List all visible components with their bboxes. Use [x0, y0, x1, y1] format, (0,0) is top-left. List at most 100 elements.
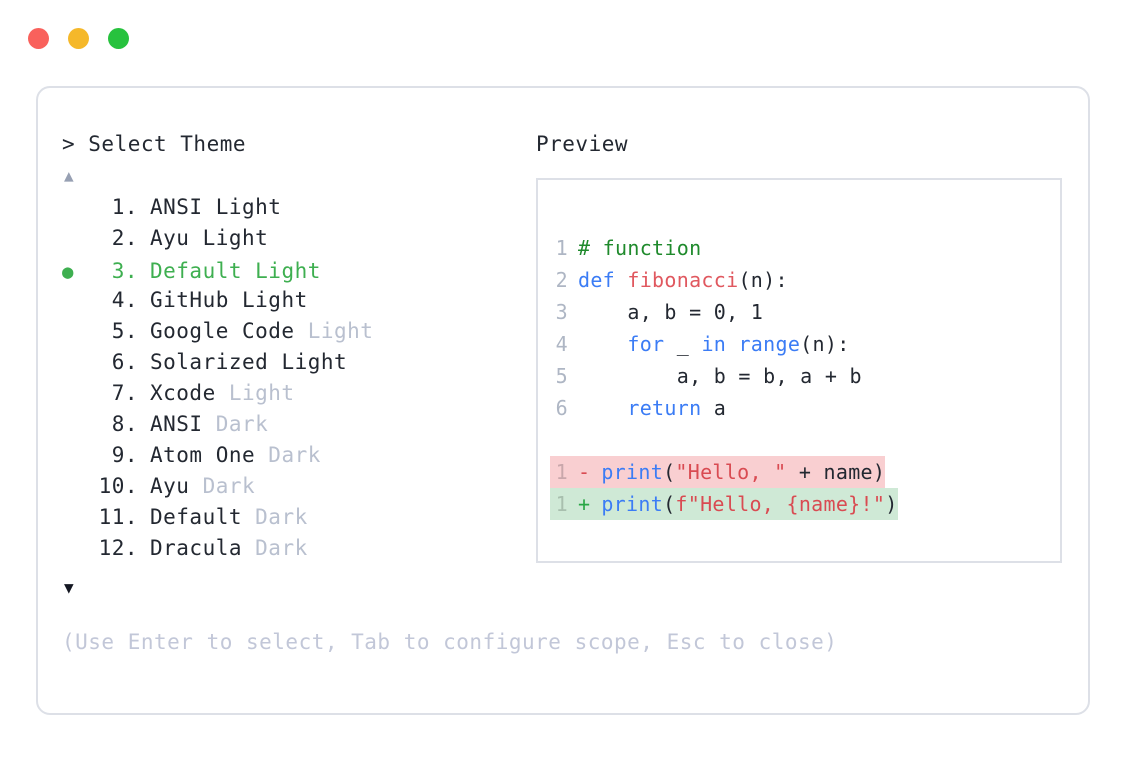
close-window-button[interactable] [28, 28, 49, 49]
code-token-plain: ( [663, 460, 676, 484]
code-token-comment: # function [578, 236, 702, 260]
maximize-window-button[interactable] [108, 28, 129, 49]
theme-item-name: Dracula [150, 536, 256, 560]
theme-item-number: 4. [111, 288, 138, 312]
code-token-plain: (n): [738, 268, 788, 292]
theme-list-item[interactable]: 11. Default Dark [62, 505, 532, 536]
code-token-keyword: def [578, 268, 628, 292]
line-number: 1 [555, 460, 568, 484]
code-token-string: "Hello, " [675, 460, 787, 484]
theme-list-item[interactable]: 7. Xcode Light [62, 381, 532, 412]
theme-list-item[interactable]: 4. GitHub Light [62, 288, 532, 319]
theme-list-item[interactable]: 10. Ayu Dark [62, 474, 532, 505]
theme-item-name: Default [150, 259, 256, 283]
window-titlebar [28, 28, 129, 49]
theme-item-variant: Light [202, 226, 269, 250]
code-line: 5 a, b = b, a + b [550, 360, 1054, 392]
code-token-keyword: print [601, 460, 664, 484]
code-line: 4 for _ in range(n): [550, 328, 1054, 360]
theme-item-variant: Light [307, 319, 374, 343]
theme-item-number: 12. [98, 536, 138, 560]
code-token-plain: + name) [786, 460, 886, 484]
line-number: 2 [555, 268, 568, 292]
theme-item-number: 6. [111, 350, 138, 374]
theme-item-variant: Light [215, 195, 282, 219]
theme-picker-card: > Select Theme ▲ 1. ANSI Light 2. Ayu Light… [36, 86, 1090, 715]
line-number: 1 [555, 492, 568, 516]
theme-item-number: 3. [111, 259, 138, 283]
theme-item-name: ANSI [150, 412, 216, 436]
code-line: 3 a, b = 0, 1 [550, 296, 1054, 328]
theme-item-name: Google Code [150, 319, 308, 343]
theme-item-name: ANSI [150, 195, 216, 219]
code-token-keyword: in range [701, 332, 801, 356]
theme-list-item[interactable]: 2. Ayu Light [62, 226, 532, 257]
code-line: 2 def fibonacci(n): [550, 264, 1054, 296]
theme-list-item[interactable]: 8.ANSI Dark [62, 412, 532, 443]
theme-list-item[interactable]: ● 3. Default Light [62, 257, 532, 288]
theme-item-variant: Light [242, 288, 308, 312]
theme-item-number: 10. [98, 474, 138, 498]
theme-list-item[interactable]: 12.Dracula Dark [62, 536, 532, 567]
line-number: 5 [555, 364, 568, 388]
code-token-keyword: print [601, 492, 664, 516]
code-token-plain: ( [663, 492, 676, 516]
theme-list-item[interactable]: 5. Google Code Light [62, 319, 532, 350]
theme-item-name: Default [150, 505, 256, 529]
diff-line-added: 1+print(f"Hello, {name}!") [550, 488, 898, 520]
code-token-plain [578, 328, 627, 360]
theme-item-name: Ayu [150, 226, 203, 250]
theme-item-number: 2. [111, 226, 138, 250]
theme-item-name: Xcode [150, 381, 229, 405]
code-token-plain: ) [885, 492, 898, 516]
theme-item-number: 7. [111, 381, 138, 405]
line-number: 1 [555, 236, 568, 260]
code-token-keyword: return [627, 396, 702, 420]
theme-item-variant: Light [281, 350, 348, 374]
theme-select-panel: > Select Theme ▲ 1. ANSI Light 2. Ayu Light… [62, 132, 532, 597]
diff-lines: 1-print("Hello, " + name)1+print(f"Hello… [550, 456, 1054, 520]
preview-label: Preview [536, 132, 629, 156]
theme-list-item[interactable]: 9. Atom One Dark [62, 443, 532, 474]
theme-item-variant: Dark [268, 443, 321, 467]
code-line: 1 # function [550, 232, 1054, 264]
line-number: 3 [555, 300, 568, 324]
theme-item-variant: Dark [202, 474, 256, 498]
theme-item-variant: Dark [255, 505, 308, 529]
select-theme-prompt: > Select Theme [62, 132, 247, 156]
theme-item-number: 11. [98, 505, 138, 529]
theme-item-name: Ayu [150, 474, 203, 498]
keyboard-hint: (Use Enter to select, Tab to configure s… [62, 630, 838, 654]
theme-list-item[interactable]: 6. Solarized Light [62, 350, 532, 381]
diff-sign: - [578, 460, 591, 484]
minimize-window-button[interactable] [68, 28, 89, 49]
scroll-up-icon[interactable]: ▲ [64, 166, 74, 185]
code-token-keyword: for [627, 332, 665, 356]
selected-bullet-icon: ● [62, 261, 74, 283]
theme-item-number: 9. [111, 443, 138, 467]
code-token-plain: (n): [800, 332, 850, 356]
code-token-plain [578, 392, 627, 424]
code-line: 6 return a [550, 392, 1054, 424]
diff-line-deleted: 1-print("Hello, " + name) [550, 456, 886, 488]
theme-item-name: Atom One [150, 443, 269, 467]
theme-item-number: 1. [111, 195, 138, 219]
theme-item-name: Solarized [150, 350, 282, 374]
line-number: 6 [555, 396, 568, 420]
theme-item-number: 5. [111, 319, 138, 343]
scroll-down-icon[interactable]: ▼ [64, 578, 74, 597]
line-number: 4 [555, 332, 568, 356]
code-token-fn: fibonacci [627, 268, 739, 292]
theme-item-variant: Dark [215, 412, 269, 436]
theme-item-variant: Light [255, 259, 321, 283]
theme-item-variant: Light [228, 381, 295, 405]
theme-list-item[interactable]: 1. ANSI Light [62, 195, 532, 226]
code-token-plain: _ [664, 332, 702, 356]
theme-item-name: GitHub [150, 288, 243, 312]
code-token-plain: a, b = 0, 1 [578, 300, 764, 324]
code-token-plain: a [701, 396, 727, 420]
